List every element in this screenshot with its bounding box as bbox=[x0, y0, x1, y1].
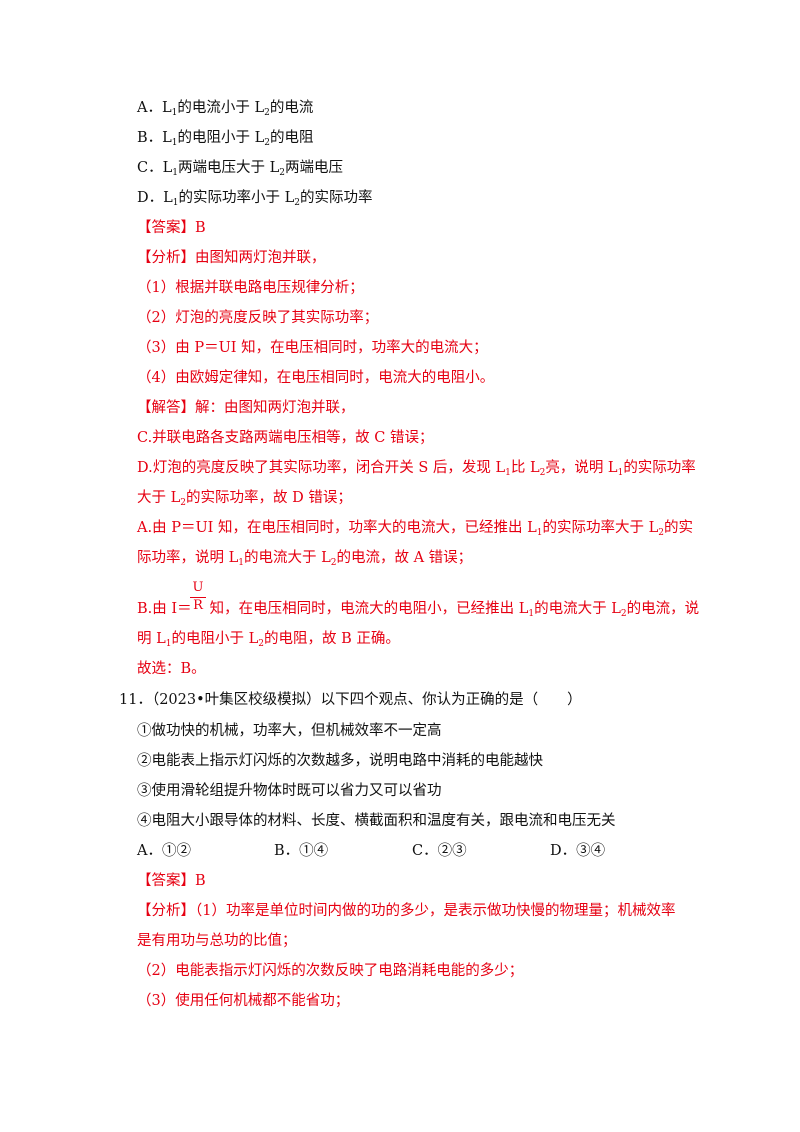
fraction-denominator: R bbox=[193, 598, 203, 613]
fraction-bar bbox=[190, 597, 206, 598]
q11-answer: 【答案】B bbox=[137, 873, 206, 889]
q10-analysis-4: （4）由欧姆定律知，在电压相同时，电流大的电阻小。 bbox=[137, 370, 495, 386]
q10-analysis-3: （3）由 P＝UI 知，在电压相同时，功率大的电流大； bbox=[137, 340, 488, 356]
q10-solution-d-line1: D.灯泡的亮度反映了其实际功率，闭合开关 S 后，发现 L1比 L2亮，说明 L… bbox=[137, 460, 696, 478]
q11-option-a: A．①② bbox=[137, 843, 191, 859]
q10-option-a: A．L1的电流小于 L2的电流 bbox=[137, 100, 314, 118]
q10-solution-c: C.并联电路各支路两端电压相等，故 C 错误； bbox=[137, 430, 434, 446]
q11-statement-1: ①做功快的机械，功率大，但机械效率不一定高 bbox=[137, 723, 442, 739]
q10-solution-a-line2: 际功率，说明 L1的电流大于 L2的电流，故 A 错误； bbox=[137, 550, 473, 568]
q10-solution-d-line2: 大于 L2的实际功率，故 D 错误； bbox=[137, 490, 352, 508]
q10-option-d: D．L1的实际功率小于 L2的实际功率 bbox=[137, 190, 373, 208]
q11-statement-4: ④电阻大小跟导体的材料、长度、横截面积和温度有关，跟电流和电压无关 bbox=[137, 813, 616, 829]
q10-choose: 故选：B。 bbox=[137, 661, 206, 677]
q11-analysis-1a: 【分析】（1）功率是单位时间内做的功的多少，是表示做功快慢的物理量；机械效率 bbox=[137, 903, 676, 919]
q11-option-b: B．①④ bbox=[274, 843, 329, 859]
q10-analysis-1: （1）根据并联电路电压规律分析； bbox=[137, 280, 364, 296]
q11-analysis-2: （2）电能表指示灯闪烁的次数反映了电路消耗电能的多少； bbox=[137, 963, 524, 979]
q10-analysis-title: 【分析】由图知两灯泡并联， bbox=[137, 250, 326, 266]
q11-statement-2: ②电能表上指示灯闪烁的次数越多，说明电路中消耗的电能越快 bbox=[137, 753, 543, 769]
q10-solution-b-line2: 明 L1的电阻小于 L2的电阻，故 B 正确。 bbox=[137, 631, 400, 649]
q10-solution-b-line1: B.由 I＝知，在电压相同时，电流大的电阻小，已经推出 L1的电流大于 L2的电… bbox=[137, 601, 700, 619]
q10-option-c: C．L1两端电压大于 L2两端电压 bbox=[137, 160, 343, 178]
q10-solution-title: 【解答】解：由图知两灯泡并联， bbox=[137, 400, 355, 416]
q10-option-b: B．L1的电阻小于 L2的电阻 bbox=[137, 130, 314, 148]
q11-option-c: C．②③ bbox=[412, 843, 467, 859]
q11-analysis-3: （3）使用任何机械都不能省功； bbox=[137, 993, 350, 1009]
q11-option-d: D．③④ bbox=[550, 843, 606, 859]
q10-answer: 【答案】B bbox=[137, 220, 206, 236]
q11-statement-3: ③使用滑轮组提升物体时既可以省力又可以省功 bbox=[137, 783, 442, 799]
q11-analysis-1b: 是有用功与总功的比值； bbox=[137, 933, 297, 949]
fraction-numerator: U bbox=[192, 580, 204, 595]
q10-analysis-2: （2）灯泡的亮度反映了其实际功率； bbox=[137, 310, 379, 326]
q11-stem: 11．（2023•叶集区校级模拟）以下四个观点、你认为正确的是（ ） bbox=[119, 692, 582, 708]
q10-solution-a-line1: A.由 P＝UI 知，在电压相同时，功率大的电流大，已经推出 L1的实际功率大于… bbox=[137, 520, 693, 538]
